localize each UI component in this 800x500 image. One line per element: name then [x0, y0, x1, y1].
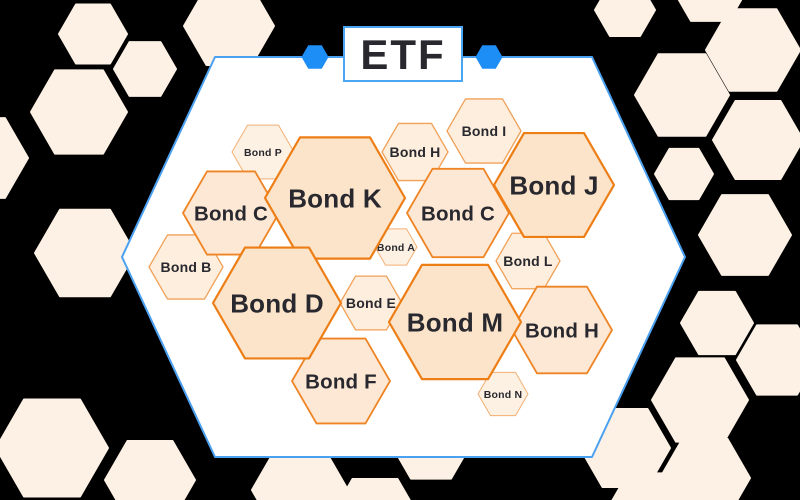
bond-label: Bond I: [462, 123, 507, 139]
bond-label: Bond M: [407, 307, 504, 337]
decor-hexagon: [698, 194, 792, 276]
bond-node-bond-m: Bond M: [387, 263, 523, 381]
bond-label: Bond C: [421, 202, 495, 225]
bond-hexagon: [387, 263, 523, 381]
decor-hexagon: [651, 357, 749, 443]
bond-label: Bond K: [288, 183, 382, 213]
decor-hexagon: [58, 3, 128, 65]
bond-hexagon: [381, 122, 449, 182]
bond-node-bond-c: Bond C: [406, 167, 510, 259]
bond-label: Bond H: [525, 319, 599, 342]
bond-node-bond-n: Bond N: [477, 371, 529, 417]
bond-hexagon: [211, 246, 343, 360]
decor-hexagon: [104, 440, 196, 500]
decor-hexagon: [30, 69, 128, 155]
bond-label: Bond F: [305, 370, 377, 393]
bond-node-bond-k: Bond K: [263, 136, 407, 260]
decor-hexagon: [0, 117, 29, 199]
decor-hexagon: [712, 100, 800, 180]
decor-hexagon: [654, 147, 714, 201]
decor-hexagon: [634, 53, 730, 137]
bond-label: Bond L: [503, 253, 553, 269]
bond-label: Bond C: [194, 202, 268, 225]
bond-holdings: Bond P Bond B Bond H Bond I Bond A Bond L Bond…: [148, 98, 616, 425]
decor-hexagon: [183, 0, 275, 66]
decor-hexagon: [659, 438, 751, 500]
decor-hexagon: [736, 324, 800, 396]
bond-node-bond-h: Bond H: [381, 122, 449, 182]
bond-label: Bond B: [161, 259, 212, 275]
decor-hexagon: [680, 290, 754, 356]
etf-label-box: [343, 26, 463, 82]
bond-node-bond-h: Bond H: [511, 285, 613, 375]
etf-label: ETF: [301, 26, 503, 82]
connector-hexagon-left-icon: [301, 45, 329, 69]
bond-node-bond-i: Bond I: [446, 98, 522, 164]
decor-hexagon: [0, 398, 109, 498]
bond-hexagon: [446, 98, 522, 164]
bond-label: Bond A: [377, 242, 415, 254]
bond-node-bond-d: Bond D: [211, 246, 343, 360]
bond-label: Bond P: [244, 147, 282, 159]
bond-node-bond-a: Bond A: [374, 228, 418, 266]
connector-hexagon-right-icon: [475, 45, 503, 69]
decor-hexagon: [113, 41, 177, 97]
bond-node-bond-j: Bond J: [492, 131, 616, 239]
etf-title: ETF: [360, 31, 445, 78]
bond-hexagon: [511, 285, 613, 375]
decor-hexagon: [594, 0, 656, 37]
decor-hexagon: [677, 0, 743, 22]
decor-hexagon: [339, 478, 411, 500]
bond-hexagon: [495, 232, 561, 290]
bond-node-bond-l: Bond L: [495, 232, 561, 290]
bond-label: Bond J: [509, 170, 598, 200]
bond-label: Bond E: [346, 295, 396, 311]
bond-label: Bond D: [230, 288, 324, 318]
bond-label: Bond H: [390, 144, 441, 160]
bond-hexagon: [492, 131, 616, 239]
bond-label: Bond N: [484, 389, 523, 401]
